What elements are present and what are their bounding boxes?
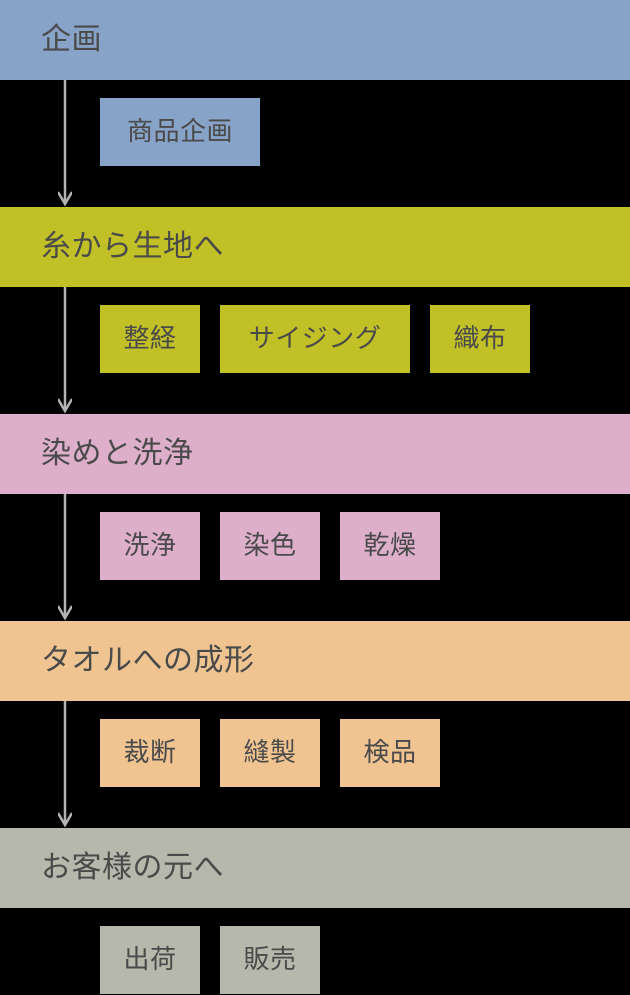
step-box[interactable]: 裁断 [100,719,200,787]
stage-band[interactable]: タオルへの成形 [0,621,630,701]
stage-title: タオルへの成形 [41,643,255,678]
step-box-label: 縫製 [243,738,297,768]
step-box-label: 洗浄 [123,531,177,561]
step-box[interactable]: 出荷 [100,926,200,994]
step-box[interactable]: 縫製 [220,719,320,787]
stage-steps-area: 裁断 縫製 検品 [0,701,630,828]
stage-band[interactable]: お客様の元へ [0,828,630,908]
stage-4: タオルへの成形裁断 縫製 検品 [0,621,630,828]
stage-steps-area: 洗浄 染色 乾燥 [0,494,630,621]
step-box-label: 出荷 [123,945,177,975]
step-box-row: 洗浄 染色 乾燥 [100,512,440,580]
stage-title: 企画 [41,22,102,57]
stage-2: 糸から生地へ整経 サイジング 織布 [0,207,630,414]
flow-arrow-down [58,701,72,828]
step-box-label: 織布 [453,324,507,354]
step-box-label: 整経 [123,324,177,354]
step-box-label: 乾燥 [363,531,417,561]
stage-3: 染めと洗浄洗浄 染色 乾燥 [0,414,630,621]
step-box-label: 染色 [243,531,297,561]
step-box[interactable]: 洗浄 [100,512,200,580]
step-box[interactable]: サイジング [220,305,410,373]
stage-band[interactable]: 糸から生地へ [0,207,630,287]
stage-steps-area: 商品企画 [0,80,630,207]
step-box[interactable]: 商品企画 [100,98,260,166]
step-box-row: 裁断 縫製 検品 [100,719,440,787]
step-box-label: 検品 [363,738,417,768]
step-box-label: 商品企画 [126,117,233,147]
stage-1: 企画商品企画 [0,0,630,207]
step-box[interactable]: 織布 [430,305,530,373]
stage-title: 糸から生地へ [41,229,224,264]
step-box[interactable]: 検品 [340,719,440,787]
step-box-label: 裁断 [123,738,177,768]
step-box-label: サイジング [248,324,382,354]
stage-title: お客様の元へ [41,850,224,885]
step-box-label: 販売 [243,945,297,975]
flow-arrow-down [58,494,72,621]
step-box-row: 商品企画 [100,98,260,166]
stage-band[interactable]: 染めと洗浄 [0,414,630,494]
flow-arrow-down [58,80,72,207]
stage-5: お客様の元へ出荷 販売 [0,828,630,995]
step-box[interactable]: 整経 [100,305,200,373]
stage-title: 染めと洗浄 [41,436,194,471]
step-box[interactable]: 販売 [220,926,320,994]
step-box-row: 出荷 販売 [100,926,320,994]
stage-steps-area: 整経 サイジング 織布 [0,287,630,414]
stage-steps-area: 出荷 販売 [0,908,630,995]
stage-band[interactable]: 企画 [0,0,630,80]
step-box[interactable]: 染色 [220,512,320,580]
step-box[interactable]: 乾燥 [340,512,440,580]
step-box-row: 整経 サイジング 織布 [100,305,530,373]
flow-arrow-down [58,287,72,414]
